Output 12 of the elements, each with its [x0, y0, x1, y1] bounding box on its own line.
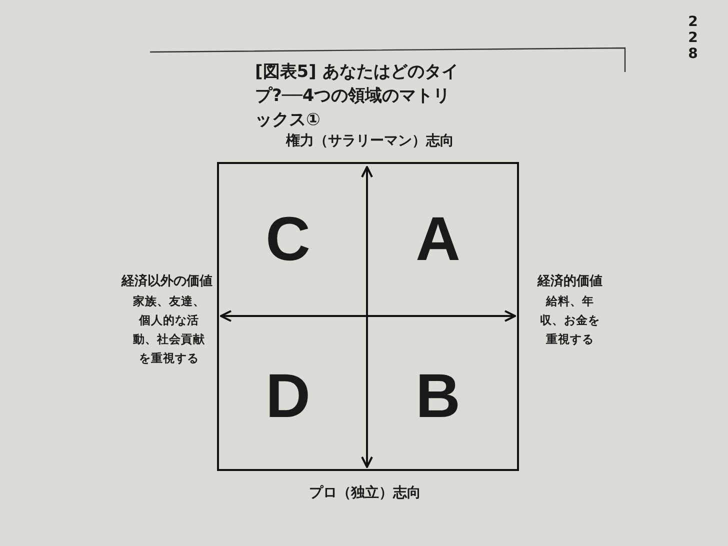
axis-label: 権力（サラリーマン）志向 — [284, 132, 455, 150]
axis-label: 経済以外の価値 — [120, 272, 214, 290]
page-number: 228 — [687, 14, 699, 62]
axis-label: 経済的価値 — [536, 272, 604, 290]
quadrant-letter: C — [264, 205, 312, 275]
quadrant-letter: B — [414, 362, 462, 432]
axis-description: 給料、年収、お金を重視する — [540, 293, 600, 348]
axis-description: 家族、友達、個人的な活動、社会貢献を重視する — [132, 293, 206, 367]
quadrant-letter: D — [264, 362, 312, 432]
axis-label: プロ（独立）志向 — [308, 484, 422, 502]
figure-title: [図表5] あなたはどのタイプ?──4つの領域のマトリックス① — [255, 61, 460, 132]
quadrant-letter: A — [414, 205, 462, 275]
